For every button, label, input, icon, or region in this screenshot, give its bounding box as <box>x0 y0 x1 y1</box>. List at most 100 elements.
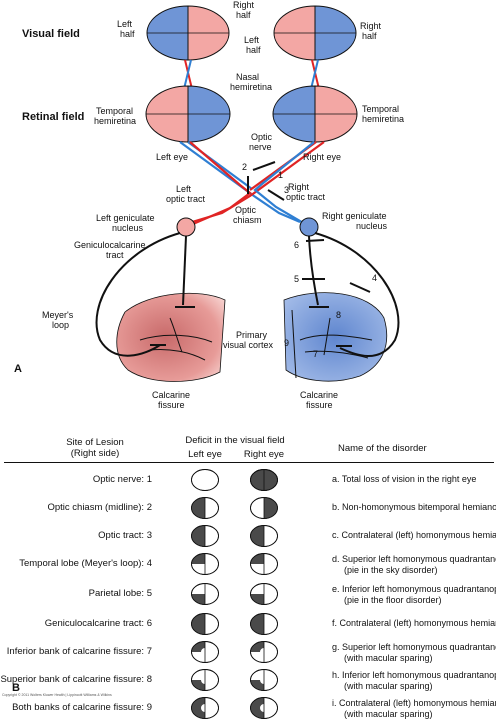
disorder-line: g. Superior left homonymous quadrantanop… <box>332 642 496 652</box>
label-chiasm-l2: chiasm <box>233 215 262 225</box>
table-row: Inferior bank of calcarine fissure: 7 g. … <box>0 639 496 667</box>
visual-field-right-eye-row-3 <box>250 525 278 547</box>
visual-pathway-diagram: Visual field Retinal field Left half Rig… <box>14 0 404 410</box>
visual-field-left-eye-row-4 <box>191 553 219 575</box>
label-right-half-2-l1: Right <box>360 21 382 31</box>
label-right-half-l1: Right <box>233 0 255 10</box>
label-calcarine-right-l2: fissure <box>306 400 333 410</box>
cortex-sulci <box>139 309 373 379</box>
table-row: Temporal lobe (Meyer's loop): 4 d. Superi… <box>0 551 496 579</box>
disorder-line: e. Inferior left homonymous quadrantanop… <box>332 584 496 594</box>
lesion-number-5: 5 <box>294 274 299 284</box>
disorder-name: a. Total loss of vision in the right eye <box>332 474 496 485</box>
label-primary-l2: visual cortex <box>223 340 274 350</box>
lesion-number-3: 3 <box>284 185 289 195</box>
col-left-eye-header: Left eye <box>188 449 222 460</box>
lesion-site: Optic chiasm (midline): 2 <box>47 502 152 513</box>
disorder-line: b. Non-homonymous bitemporal hemianopia <box>332 502 496 512</box>
disorder-line: f. Contralateral (left) homonymous hemia… <box>332 618 496 628</box>
left-eye-retinal-field <box>145 85 231 143</box>
lesion-site: Inferior bank of calcarine fissure: 7 <box>6 646 152 657</box>
disorder-line: d. Superior left homonymous quadrantanop… <box>332 554 496 564</box>
label-right-tract-l2: optic tract <box>286 192 326 202</box>
col-site-line2: (Right side) <box>70 448 120 459</box>
label-calcarine-left-l1: Calcarine <box>152 390 190 400</box>
label-right-geniculate-l1: Right geniculate <box>322 211 387 221</box>
visual-field-right-eye-row-2 <box>250 497 278 519</box>
lesion-number-8: 8 <box>336 310 341 320</box>
label-temporal-left-l2: hemiretina <box>94 116 136 126</box>
col-deficit-header: Deficit in the visual field <box>185 435 285 446</box>
disorder-name: e. Inferior left homonymous quadrantanop… <box>332 584 496 605</box>
label-meyers-l1: Meyer's <box>42 310 74 320</box>
left-visual-cortex <box>116 292 226 382</box>
table-row: Optic nerve: 1 a. Total loss of vision in… <box>0 467 496 495</box>
lesion-site: Temporal lobe (Meyer's loop): 4 <box>19 558 152 569</box>
label-nasal-l1: Nasal <box>236 72 259 82</box>
right-visual-cortex <box>283 292 388 382</box>
table-row: Optic chiasm (midline): 2 b. Non-homonymo… <box>0 495 496 523</box>
copyright: Copyright © 2011 Wolters Kluwer Health |… <box>2 693 112 697</box>
left-eye-visual-field <box>146 5 230 61</box>
right-eye-retinal-field <box>272 85 358 143</box>
visual-field-left-eye-row-5 <box>191 583 219 605</box>
label-left-half-l2: half <box>120 29 135 39</box>
header-divider <box>4 462 494 463</box>
disorder-line: a. Total loss of vision in the right eye <box>332 474 477 484</box>
visual-field-left-eye-row-6 <box>191 613 219 635</box>
lesion-number-4: 4 <box>372 273 377 283</box>
label-calcarine-left-l2: fissure <box>158 400 185 410</box>
cortex-endpoints <box>150 306 352 347</box>
label-calcarine-right-l1: Calcarine <box>300 390 338 400</box>
label-primary-l1: Primary <box>236 330 267 340</box>
label-retinal-field: Retinal field <box>22 111 84 123</box>
visual-field-right-eye-row-5 <box>250 583 278 605</box>
disorder-line: (with macular sparing) <box>344 680 433 691</box>
table-row: Both banks of calcarine fissure: 9 i. Con… <box>0 695 496 723</box>
table-row: Superior bank of calcarine fissure: 8 h. … <box>0 667 496 695</box>
label-left-half-l1: Left <box>117 19 133 29</box>
disorder-name: g. Superior left homonymous quadrantanop… <box>332 642 496 663</box>
lesion-site: Optic nerve: 1 <box>92 474 152 485</box>
label-chiasm-l1: Optic <box>235 205 257 215</box>
visual-field-right-eye-row-7 <box>250 641 278 663</box>
label-temporal-right-l2: hemiretina <box>362 114 404 124</box>
lesion-site: Superior bank of calcarine fissure: 8 <box>0 674 152 685</box>
label-temporal-left-l1: Temporal <box>96 106 133 116</box>
visual-field-left-eye-row-7 <box>191 641 219 663</box>
label-right-geniculate-l2: nucleus <box>356 221 388 231</box>
col-site-line1: Site of Lesion <box>66 437 124 448</box>
label-geniculocalcarine-l1: Geniculocalcarine <box>74 240 146 250</box>
lesion-site: Both banks of calcarine fissure: 9 <box>12 702 152 713</box>
visual-field-right-eye-row-4 <box>250 553 278 575</box>
light-rays <box>183 59 320 90</box>
label-left-tract-l1: Left <box>176 184 192 194</box>
lesion-site: Optic tract: 3 <box>98 530 152 541</box>
label-left-geniculate-l1: Left geniculate <box>96 213 155 223</box>
disorder-name: i. Contralateral (left) homonymous hemia… <box>332 698 496 719</box>
visual-field-right-eye-row-6 <box>250 613 278 635</box>
label-nasal-l2: hemiretina <box>230 82 272 92</box>
lesion-number-1: 1 <box>278 170 283 180</box>
label-right-half-l2: half <box>236 10 251 20</box>
col-disorder-header: Name of the disorder <box>338 443 427 454</box>
disorder-line: h. Inferior left homonymous quadrantanop… <box>332 670 496 680</box>
optic-pathway <box>179 141 325 226</box>
label-left-half-2-l2: half <box>246 45 261 55</box>
label-left-geniculate-l2: nucleus <box>112 223 144 233</box>
label-right-eye: Right eye <box>303 152 341 162</box>
disorder-line: (with macular sparing) <box>344 708 433 719</box>
visual-field-left-eye-row-2 <box>191 497 219 519</box>
visual-field-right-eye-row-1 <box>250 469 278 491</box>
label-optic-nerve-l1: Optic <box>251 132 273 142</box>
geniculocalcarine-tracts <box>95 232 400 357</box>
lesion-number-7: 7 <box>313 349 318 359</box>
disorder-line: (pie in the sky disorder) <box>344 564 438 575</box>
panel-label-b: B <box>12 682 20 694</box>
disorder-line: (pie in the floor disorder) <box>344 594 442 605</box>
col-site-header: Site of Lesion (Right side) <box>30 437 160 459</box>
disorder-name: b. Non-homonymous bitemporal hemianopia <box>332 502 496 513</box>
disorder-name: f. Contralateral (left) homonymous hemia… <box>332 618 496 629</box>
visual-field-left-eye-row-8 <box>191 669 219 691</box>
